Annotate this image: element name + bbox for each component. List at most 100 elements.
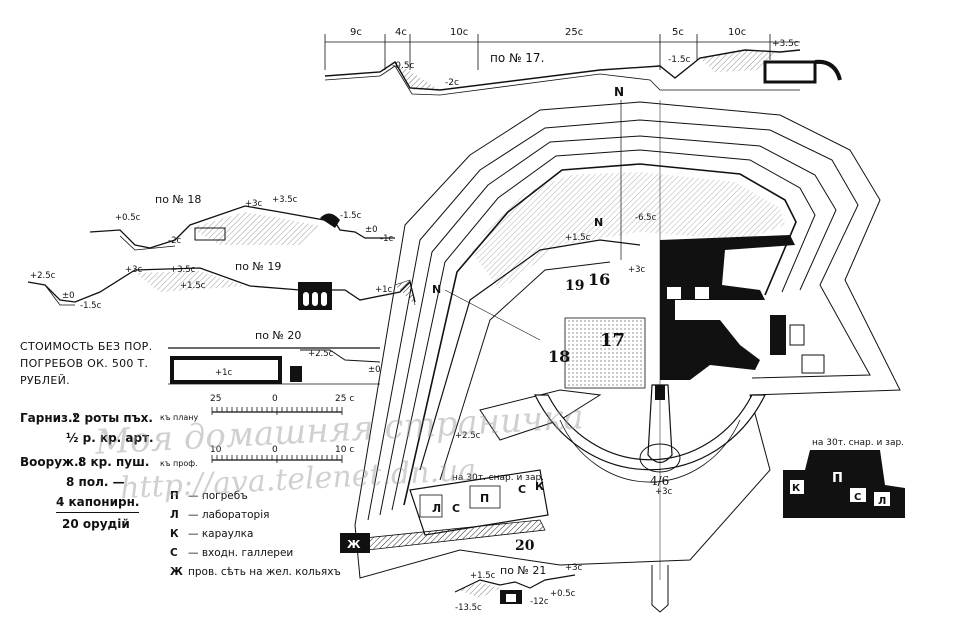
dim-17-4: 25с — [565, 27, 583, 38]
elev-19-d: +1.5с — [180, 281, 206, 291]
armament-line-3: 4 капонирн. — [56, 492, 140, 513]
elev-21-e: +0.5с — [550, 589, 576, 599]
north-mark-3: N — [432, 283, 441, 296]
key-row-K: К — караулка — [170, 528, 253, 540]
elev-21-d: -12с — [530, 597, 549, 607]
section-17-title: по № 17. — [490, 51, 544, 65]
section-17-profile: 9с 4с 10с 25с 5с 10с по № 17. -0.5с -2с … — [324, 27, 842, 96]
left-P: П — [480, 492, 489, 505]
left-Zh: Ж — [347, 538, 361, 551]
left-magazine-note: на 30т. снар. и зар. — [452, 473, 544, 483]
section-18-title: по № 18 — [155, 193, 201, 206]
plan-num-16: 16 — [588, 270, 610, 289]
key-text-K: — караулка — [188, 528, 254, 540]
plan-num-18: 18 — [548, 347, 570, 366]
key-text-P: — погребъ — [188, 490, 248, 502]
key-text-L: — лабораторія — [188, 509, 270, 521]
armament-total: 20 орудій — [62, 517, 130, 531]
elev-17-b: -2с — [445, 78, 459, 88]
section-18-profile: по № 18 +0.5с +3с +3.5с -2с -1.5с ±0 -1с — [89, 193, 395, 251]
north-mark: N — [614, 85, 624, 99]
key-text-C: — входн. галлереи — [188, 547, 294, 559]
dim-17-3: 10с — [450, 27, 468, 38]
fort-plan: N N N 16 17 18 19 20 4/6 на 30т. снар. и… — [340, 85, 905, 613]
right-K: К — [792, 483, 801, 494]
section-20-title: по № 20 — [255, 329, 301, 342]
left-C: С — [452, 502, 460, 515]
right-magazine-note: на 30т. снар. и зар. — [812, 438, 904, 448]
scale-prof-tick-3: 10 с — [335, 445, 354, 455]
key-letter-C: С — [170, 547, 178, 559]
section-19-profile: по № 19 +2.5с +3с +3.5с +1.5с ±0 -1.5с +… — [27, 260, 416, 311]
elev-19-e: ±0 — [62, 291, 75, 301]
scale-plan-label: къ плану — [160, 413, 199, 422]
elev-21-b: +3с — [565, 563, 583, 573]
garrison-line-1: 2 роты пъх. — [72, 411, 153, 425]
section-19-title: по № 19 — [235, 260, 281, 273]
dim-17-2: 4с — [395, 27, 407, 38]
elev-18-e: -1.5с — [340, 211, 362, 221]
key-letter-K: К — [170, 528, 179, 540]
north-mark-2: N — [594, 216, 603, 229]
elev-19-g: +1с — [375, 285, 393, 295]
plan-elev-c: +3с — [628, 265, 646, 275]
key-letter-Zh: Ж — [170, 566, 183, 578]
elev-18-a: +0.5с — [115, 213, 141, 223]
elev-20-a: +2.5с — [308, 349, 334, 359]
plan-elev-b: -6.5с — [635, 213, 657, 223]
plan-num-20: 20 — [515, 538, 535, 554]
scale-prof-tick-1: 10 — [210, 445, 222, 455]
left-C2: С — [518, 483, 526, 496]
garrison-line-2: ½ р. кр. арт. — [66, 431, 154, 445]
elev-21-c: -13.5с — [455, 603, 482, 613]
left-L: Л — [432, 502, 441, 515]
elev-19-a: +2.5с — [30, 271, 56, 281]
right-P: П — [832, 471, 843, 486]
scale-prof-tick-2: 0 — [272, 445, 278, 455]
elev-18-d: -2с — [168, 236, 181, 246]
elev-17-d: +3.5с — [772, 39, 799, 49]
cost-note: Стоимость без пор. погребов ок. 500 т. р… — [20, 340, 153, 387]
plan-fraction: 4/6 — [650, 474, 669, 488]
plan-num-19: 19 — [565, 278, 584, 294]
elev-21-a: +1.5с — [470, 571, 496, 581]
elev-20-c: ±0 — [368, 365, 381, 375]
elev-18-b: +3с — [245, 199, 263, 209]
elev-19-c: +3.5с — [170, 265, 196, 275]
scale-plan-tick-3: 25 с — [335, 394, 354, 404]
right-C: С — [854, 492, 861, 503]
elev-18-f: ±0 — [365, 225, 378, 235]
scale-profile: 10 0 10 с къ проф. — [160, 445, 354, 468]
armament-line-1: 8 кр. пуш. — [78, 455, 150, 469]
section-21-profile: по № 21 +1.5с +3с -13.5с -12с +0.5с — [454, 563, 583, 613]
key-text-Zh: пров. сѣть на жел. кольяхъ — [188, 566, 341, 578]
scale-plan-tick-1: 25 — [210, 394, 221, 404]
elev-17-a: -0.5с — [392, 61, 415, 71]
elev-17-c: -1.5с — [668, 55, 691, 65]
scale-plan-tick-2: 0 — [272, 394, 278, 404]
right-L: Л — [878, 496, 886, 507]
scale-plan: 25 0 25 с къ плану — [160, 394, 354, 422]
dim-17-6: 10с — [728, 27, 746, 38]
armament-label: Вооруж.: — [20, 455, 84, 469]
elev-19-f: -1.5с — [80, 301, 102, 311]
plan-elev-a: +1.5с — [565, 233, 591, 243]
elev-19-b: +3с — [125, 265, 143, 275]
plan-elev-d: +2.5с — [455, 431, 481, 441]
armament-line-2: 8 пол. — — [66, 475, 125, 489]
plan-num-17: 17 — [600, 330, 625, 351]
key-letter-L: Л — [170, 509, 179, 521]
key-letter-P: П — [170, 490, 179, 502]
dim-17-5: 5с — [672, 27, 684, 38]
dim-17-1: 9с — [350, 27, 362, 38]
key-row-C: С — входн. галлереи — [170, 547, 293, 559]
scale-prof-label: къ проф. — [160, 459, 198, 468]
key-row-P: П — погребъ — [170, 490, 248, 502]
elev-18-c: +3.5с — [272, 195, 298, 205]
section-20-profile: по № 20 +2.5с +1с ±0 — [168, 329, 381, 385]
elev-20-b: +1с — [215, 368, 233, 378]
garrison-label: Гарниз.: — [20, 411, 78, 425]
section-21-title: по № 21 — [500, 564, 546, 577]
